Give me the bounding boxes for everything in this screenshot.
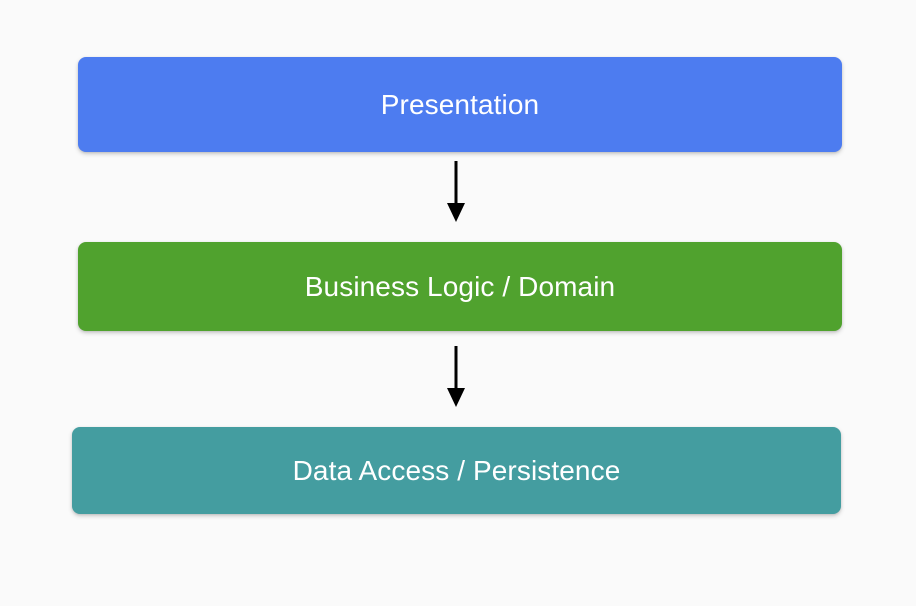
node-data-access[interactable]: Data Access / Persistence: [72, 427, 841, 514]
node-data-access-label: Data Access / Persistence: [292, 454, 621, 486]
node-business-logic-label: Business Logic / Domain: [304, 270, 616, 302]
node-presentation[interactable]: Presentation: [78, 57, 842, 152]
arrow-presentation-to-business-icon: [440, 161, 472, 224]
node-business-logic[interactable]: Business Logic / Domain: [78, 242, 842, 331]
arrow-business-to-data-icon: [440, 346, 472, 409]
node-presentation-label: Presentation: [380, 88, 540, 120]
